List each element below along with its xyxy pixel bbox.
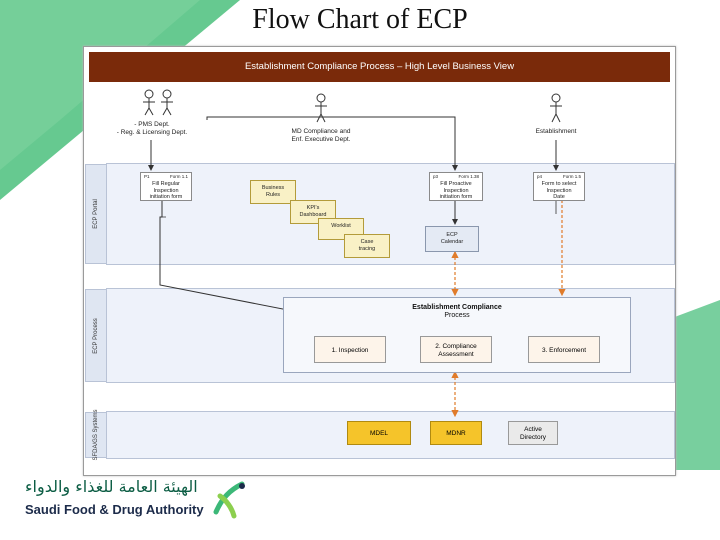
brand-arabic-name: الهيئة العامة للغذاء والدواء — [25, 477, 198, 496]
actor-pms-icon — [143, 89, 173, 116]
actor-pms-label: - PMS Dept.- Reg. & Licensing Dept. — [116, 121, 188, 136]
lane-process-label: ECP Process — [85, 289, 107, 382]
system-mdnr: MDNR — [430, 421, 482, 445]
actor-md-compliance-icon — [315, 93, 327, 123]
system-mdel: MDEL — [347, 421, 411, 445]
diagram-banner: Establishment Compliance Process – High … — [89, 52, 670, 82]
sfda-logo-icon — [213, 481, 245, 519]
slide-title: Flow Chart of ECP — [252, 4, 468, 35]
step-enforcement: 3. Enforcement — [528, 336, 600, 363]
step-inspection: 1. Inspection — [314, 336, 386, 363]
actor-establishment-label: Establishment — [535, 128, 577, 135]
brand-english-name: Saudi Food & Drug Authority — [25, 502, 204, 517]
actor-establishment-icon — [550, 93, 562, 123]
lane-portal-label: ECP Portal — [85, 164, 107, 264]
lane-systems-label: SFDA/GS Systems — [85, 409, 107, 461]
